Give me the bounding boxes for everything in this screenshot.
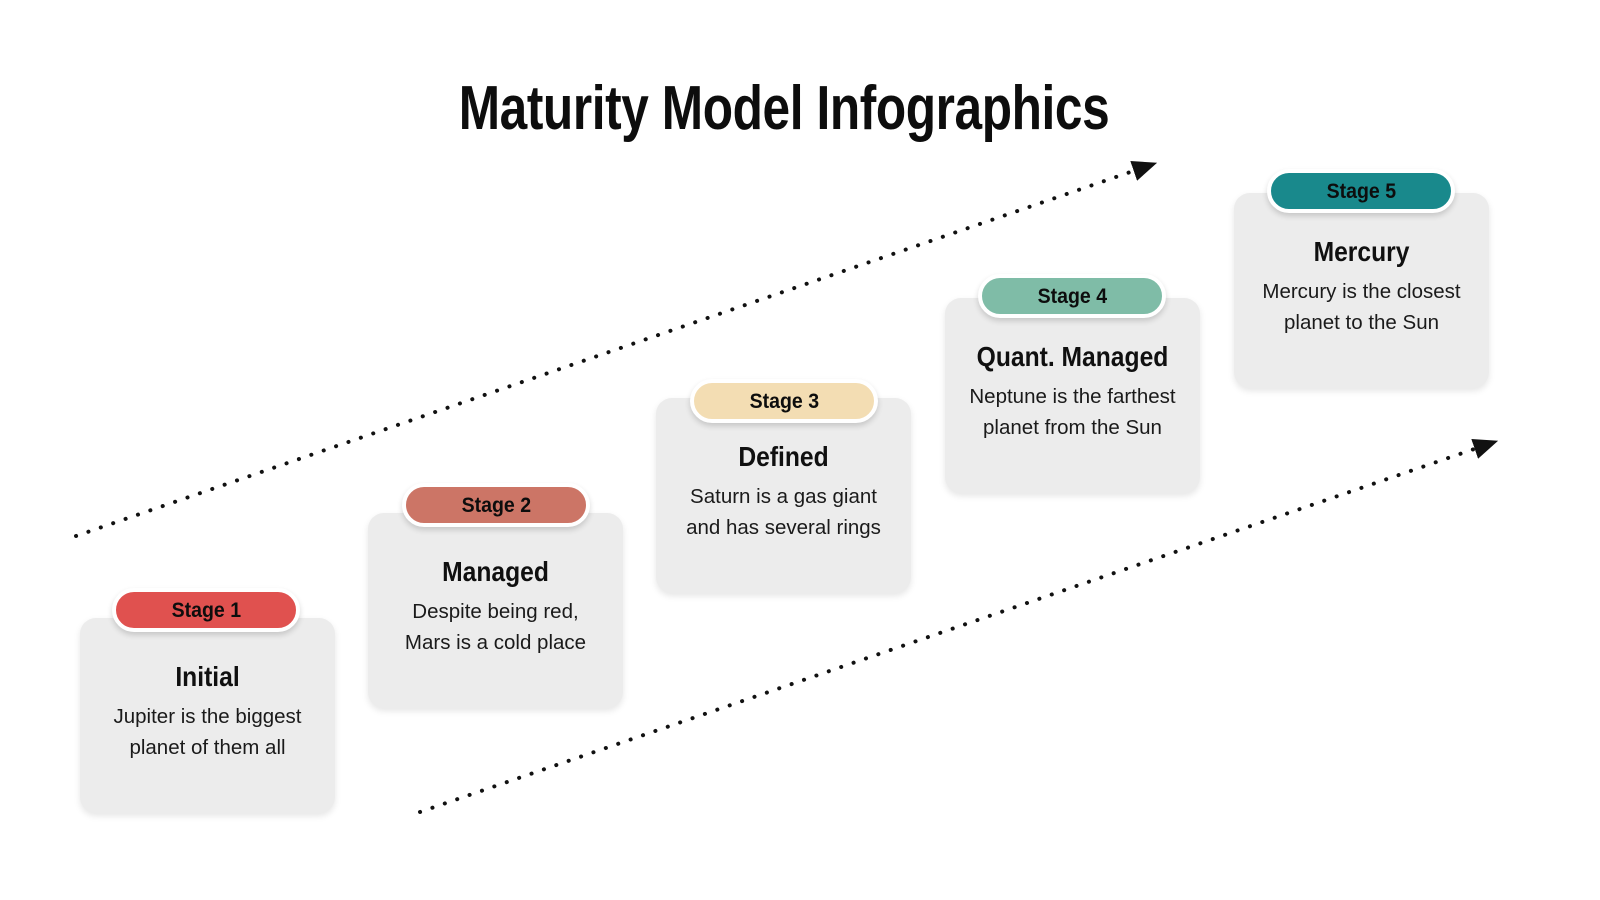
stage-card-title: Initial [175,661,240,692]
stage-card-title: Defined [738,441,829,472]
page-title: Maturity Model Infographics [458,74,1110,143]
stage-card-description: Mercury is the closest planet to the Sun [1262,279,1461,334]
stage-badge-label: Stage 3 [749,389,819,413]
stage-badge-label: Stage 4 [1037,284,1107,308]
stage-card-title: Mercury [1313,236,1410,267]
stage-badge-label: Stage 5 [1326,179,1396,203]
stage-card-description: Jupiter is the biggest planet of them al… [113,704,302,759]
stage-card-description: Despite being red, Mars is a cold place [404,599,587,654]
stage-badge-4[interactable]: Stage 4 [978,274,1166,318]
stage-badge-label: Stage 1 [171,598,241,622]
stage-badge-2[interactable]: Stage 2 [402,483,590,527]
stage-badge-1[interactable]: Stage 1 [112,588,300,632]
stage-badge-5[interactable]: Stage 5 [1267,169,1455,213]
stage-card-title: Quant. Managed [976,341,1169,372]
stage-badge-3[interactable]: Stage 3 [690,379,878,423]
stage-card-title: Managed [442,556,549,587]
stage-card-description: Neptune is the farthest planet from the … [969,384,1176,439]
stage-card-description: Saturn is a gas giant and has several ri… [686,484,881,539]
stage-badge-label: Stage 2 [461,493,531,517]
